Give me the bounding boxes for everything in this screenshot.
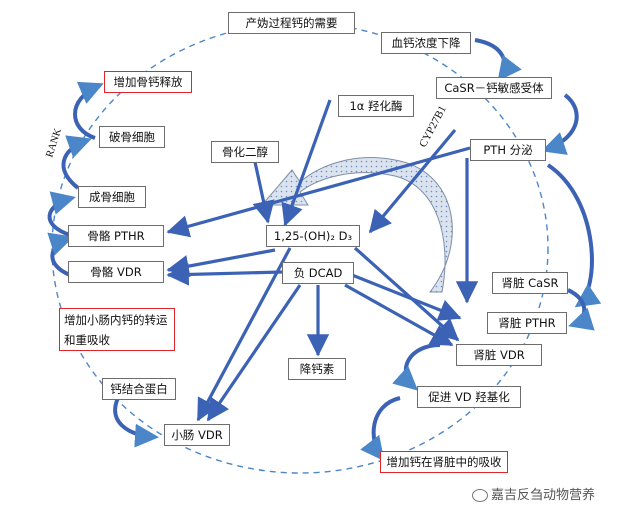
rank-label: RANK [44, 127, 64, 159]
node-osteoclast: 破骨细胞 [99, 126, 165, 148]
node-calcitonin: 降钙素 [288, 358, 346, 380]
node-kidney-vdr: 肾脏 VDR [456, 344, 542, 366]
arrow-cyp-calcitriol [368, 128, 457, 234]
cycle-arrow-kvdr-vd [392, 343, 441, 391]
watermark: 嘉吉反刍动物营养 [472, 484, 595, 503]
cycle-arrow-pth-kidney [546, 163, 602, 308]
node-vd-hydroxylation: 促进 VD 羟基化 [417, 386, 521, 408]
node-blood-ca-drop: 血钙浓度下降 [381, 32, 471, 54]
arrow-calcitriol-kidneyvdr [353, 246, 460, 342]
node-alpha-hydroxylase: 1α 羟化酶 [338, 95, 414, 117]
node-calcitriol: 1,25-(OH)₂ D₃ [266, 225, 360, 247]
cycle-arrow-casr-pth [541, 93, 579, 155]
cycle-arrow-binding-smallint [113, 397, 159, 448]
node-ca-binding-protein: 钙结合蛋白 [102, 378, 176, 400]
node-kidney-absorption: 增加钙在肾脏中的吸收 [380, 451, 508, 473]
node-neg-dcad: 负 DCAD [282, 262, 354, 284]
node-kidney-casr: 肾脏 CaSR [492, 272, 568, 294]
node-bone-vdr: 骨骼 VDR [68, 261, 164, 283]
cycle-arrow-casr-pthr [567, 288, 595, 331]
arrow-ergo-calcitriol [252, 161, 275, 224]
cycle-arrow-vd-absorb [360, 396, 401, 462]
node-intestine-vdr: 小肠 VDR [164, 424, 230, 446]
node-pth-secretion: PTH 分泌 [470, 139, 546, 161]
wechat-icon [472, 489, 488, 502]
watermark-text: 嘉吉反刍动物营养 [491, 488, 596, 503]
arrow-hydroxylase-calcitriol [281, 99, 332, 227]
node-intestine-transport: 增加小肠内钙的转运和重吸收 [59, 308, 175, 351]
arrow-dcad-smallint [206, 284, 302, 422]
cycle-arrow-top [474, 38, 522, 82]
arrow-dcad-bonevdr [166, 263, 283, 286]
node-casr: CaSR－钙敏感受体 [436, 77, 552, 99]
node-bone-pthr: 骨骼 PTHR [68, 225, 164, 247]
arrow-dcad-kidneyvdr [344, 283, 454, 347]
node-osteoblast: 成骨细胞 [78, 186, 146, 208]
node-bone-release: 增加骨钙释放 [104, 71, 192, 93]
node-ergocalciferol: 骨化二醇 [211, 141, 279, 163]
arrow-pth-bone-pthr [166, 146, 471, 238]
cycle-arrow-vdr-pthr [47, 232, 74, 277]
arrow-calcitriol-smallint [196, 247, 292, 422]
node-kidney-pthr: 肾脏 PTHR [487, 312, 567, 334]
arrow-dcad-kidneypthr [351, 273, 462, 321]
big-curved-arrow [260, 157, 453, 293]
cycle-arrow-pthr-osteoblast [47, 191, 76, 237]
cycle-arrow-osteoblast-osteoclast [61, 135, 92, 190]
cycle-arrow-osteoclast-release [73, 81, 104, 140]
node-pregnancy-need: 产妫过程钙的需要 [228, 12, 355, 34]
arrow-calcitriol-bonevdr [166, 248, 276, 278]
